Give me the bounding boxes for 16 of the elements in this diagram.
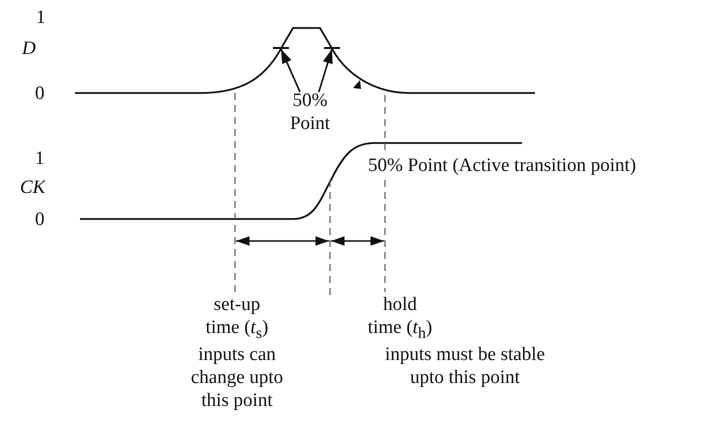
tick-mark xyxy=(273,47,289,49)
annotation-text: inputs must be stable upto this point xyxy=(384,343,546,389)
callout-text: 50% Point xyxy=(282,89,338,135)
signal-name-label: D xyxy=(22,37,36,60)
annotation-text: hold time (t$_{h}$) xyxy=(366,293,434,344)
annotation-text: inputs can change upto this point xyxy=(190,343,284,412)
axis-level-label: 0 xyxy=(35,208,44,231)
axis-level-label: 1 xyxy=(36,6,46,29)
axis-level-label: 0 xyxy=(35,82,44,105)
axis-level-label: 1 xyxy=(35,147,44,170)
annotation-text: 50% Point (Active transition point) xyxy=(368,154,636,177)
leader-arrow xyxy=(280,48,301,92)
leader-arrow xyxy=(318,48,333,92)
signal-name-label: CK xyxy=(20,176,46,199)
tick-mark xyxy=(324,47,340,49)
annotation-text: set-up time (t$_{s}$) xyxy=(204,293,270,344)
